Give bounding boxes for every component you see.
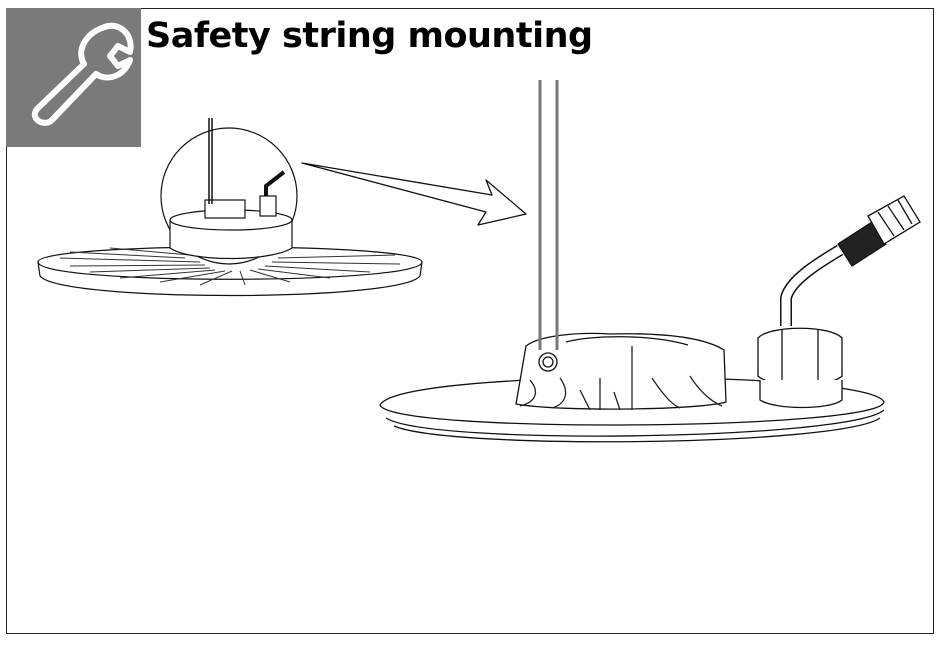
zoom-arrow: [301, 162, 527, 226]
page-title: Safety string mounting: [146, 16, 593, 56]
page-frame: [6, 8, 934, 634]
tool-badge: [6, 8, 141, 147]
detail-luminaire: [379, 80, 921, 443]
detail-circle: [160, 127, 298, 265]
connector: [837, 195, 921, 267]
overview-luminaire: [37, 118, 423, 297]
wrench-icon: [31, 22, 134, 126]
eyelet: [538, 352, 558, 372]
